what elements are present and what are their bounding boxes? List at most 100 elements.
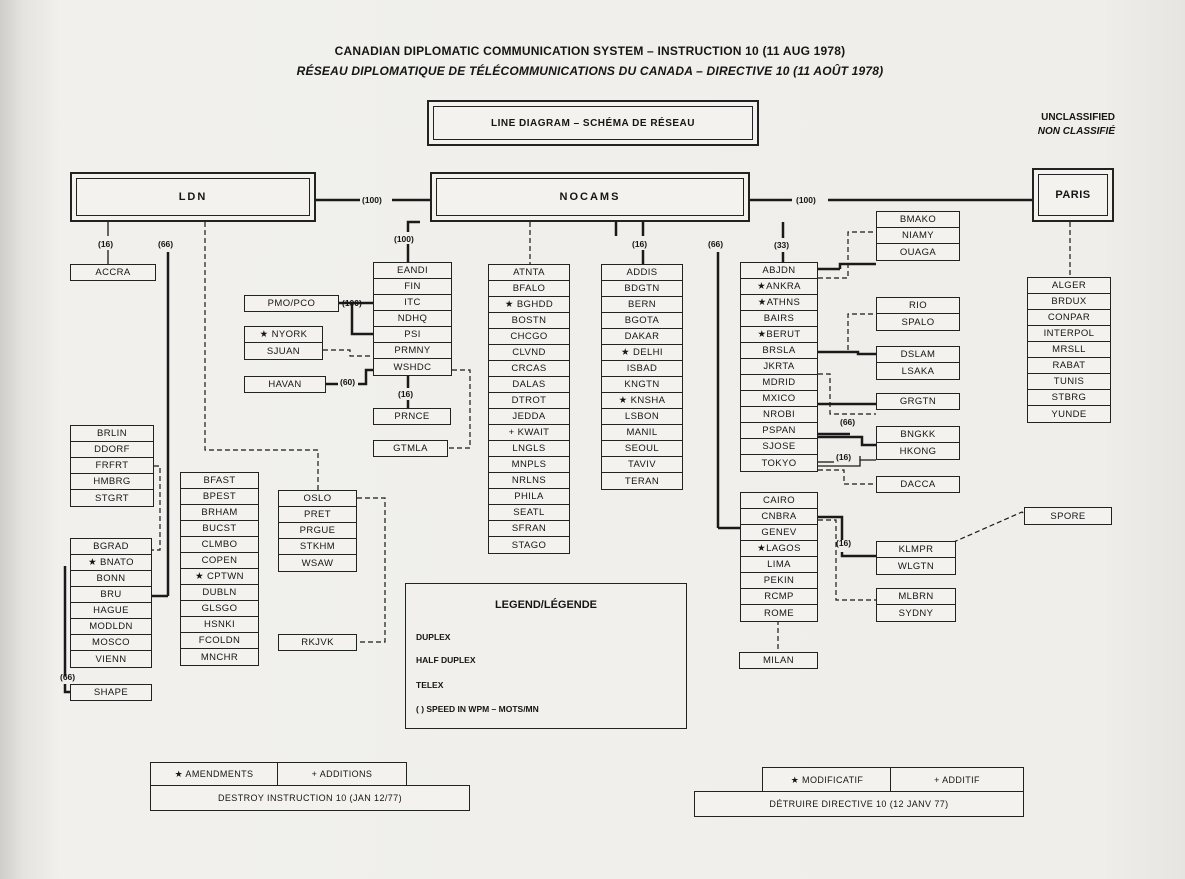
station-cell: HSNKI — [181, 617, 258, 633]
station-cell: LSAKA — [901, 365, 935, 377]
station-cell: CLVND — [489, 345, 569, 361]
station-cell: VIENN — [95, 653, 127, 665]
hub-nocams-label: NOCAMS — [436, 178, 744, 216]
speed-nocams-cairo: (66) — [708, 239, 724, 249]
station-cell: SFRAN — [489, 521, 569, 537]
station-cell: PRMNY — [374, 343, 451, 359]
station-cell: ATNTA — [489, 265, 569, 281]
station-cell: BUCST — [181, 521, 258, 537]
station-gtmla: GTMLA — [373, 440, 448, 457]
station-rkjvk: RKJVK — [278, 634, 357, 651]
speed-ldn-accra: (16) — [98, 239, 114, 249]
station-cell: ★ DELHI — [602, 345, 682, 361]
station-cell: NROBI — [741, 407, 817, 423]
classification-fr: NON CLASSIFIÉ — [1037, 126, 1115, 137]
station-cell: SJUAN — [266, 345, 301, 357]
station-cell: ROME — [763, 607, 795, 619]
station-havan: HAVAN — [244, 376, 326, 393]
legend-title: LEGEND/LÉGENDE — [494, 599, 598, 611]
legend-telex: TELEX — [416, 680, 444, 690]
station-cell: ISBAD — [602, 361, 682, 377]
station-cell: RCMP — [741, 589, 817, 605]
note-destroy-en: DESTROY INSTRUCTION 10 (JAN 12/77) — [150, 785, 470, 811]
station-cell: SEOUL — [602, 441, 682, 457]
station-cell: LIMA — [741, 557, 817, 573]
station-cell: ALGER — [1028, 278, 1110, 294]
station-cell: STKHM — [279, 539, 356, 555]
diagram-title: LINE DIAGRAM – SCHÉMA DE RÉSEAU — [433, 106, 753, 140]
diagram-title-box: LINE DIAGRAM – SCHÉMA DE RÉSEAU — [427, 100, 759, 146]
station-cell: JEDDA — [489, 409, 569, 425]
station-cell: ★ NYORK — [245, 327, 322, 343]
hub-paris-label: PARIS — [1038, 174, 1108, 216]
station-cell: TUNIS — [1028, 374, 1110, 390]
note-amendments: ★ AMENDMENTS — [150, 762, 278, 786]
station-cell: PSPAN — [741, 423, 817, 439]
station-cell: ★ANKRA — [741, 279, 817, 295]
station-cell: BRLIN — [71, 426, 153, 442]
station-grgtn: GRGTN — [876, 393, 960, 410]
station-cell: OSLO — [279, 491, 356, 507]
station-cell: BNGKK — [877, 427, 959, 443]
hub-ldn: LDN — [70, 172, 316, 222]
title-en: CANADIAN DIPLOMATIC COMMUNICATION SYSTEM… — [334, 44, 846, 58]
station-cell: LNGLS — [489, 441, 569, 457]
speed-nocams-paris: (100) — [796, 195, 816, 205]
note-modificatif: ★ MODIFICATIF — [762, 767, 892, 793]
note-destroy-fr: DÉTRUIRE DIRECTIVE 10 (12 JANV 77) — [694, 791, 1024, 817]
station-cell: BDGTN — [602, 281, 682, 297]
speed-dacca: (16) — [836, 452, 852, 462]
station-cell: BRSLA — [741, 343, 817, 359]
station-cell: COPEN — [181, 553, 258, 569]
station-cell: STAGO — [511, 539, 547, 551]
station-cell: RABAT — [1028, 358, 1110, 374]
station-cell: MRSLL — [1028, 342, 1110, 358]
station-cell: ★ CPTWN — [181, 569, 258, 585]
telex-lines — [152, 222, 1071, 652]
station-cell: + KWAIT — [489, 425, 569, 441]
station-milan: MILAN — [739, 652, 818, 669]
station-cell: HMBRG — [71, 474, 153, 490]
station-pmo-pco: PMO/PCO — [244, 295, 339, 312]
station-cell: CNBRA — [741, 509, 817, 525]
station-cell: NDHQ — [374, 311, 451, 327]
speed-havan: (60) — [340, 377, 356, 387]
station-cell: BRDUX — [1028, 294, 1110, 310]
station-cell: GLSGO — [181, 601, 258, 617]
station-cell: NIAMY — [877, 228, 959, 244]
station-cell: DDORF — [71, 442, 153, 458]
station-cell: BGOTA — [602, 313, 682, 329]
station-accra: ACCRA — [70, 264, 156, 281]
station-cell: CRCAS — [489, 361, 569, 377]
station-cell: BFAST — [181, 473, 258, 489]
station-cell: ABJDN — [741, 263, 817, 279]
station-cell: STBRG — [1028, 390, 1110, 406]
station-cell: BAIRS — [741, 311, 817, 327]
note-additif: + ADDITIF — [890, 767, 1024, 793]
station-cell: FCOLDN — [181, 633, 258, 649]
station-cell: TAVIV — [602, 457, 682, 473]
station-cell: ★ BNATO — [71, 555, 151, 571]
station-cell: DALAS — [489, 377, 569, 393]
station-cell: EANDI — [374, 263, 451, 279]
station-cell: BPEST — [181, 489, 258, 505]
station-cell: BERN — [602, 297, 682, 313]
station-cell: ★BERUT — [741, 327, 817, 343]
speed-ldn-nocams: (100) — [362, 195, 382, 205]
station-cell: WLGTN — [897, 560, 935, 572]
station-cell: HAGUE — [71, 603, 151, 619]
station-cell: PSI — [374, 327, 451, 343]
note-additions: + ADDITIONS — [277, 762, 407, 786]
station-cell: ★ BGHDD — [489, 297, 569, 313]
station-cell: BRU — [71, 587, 151, 603]
hub-nocams: NOCAMS — [430, 172, 750, 222]
